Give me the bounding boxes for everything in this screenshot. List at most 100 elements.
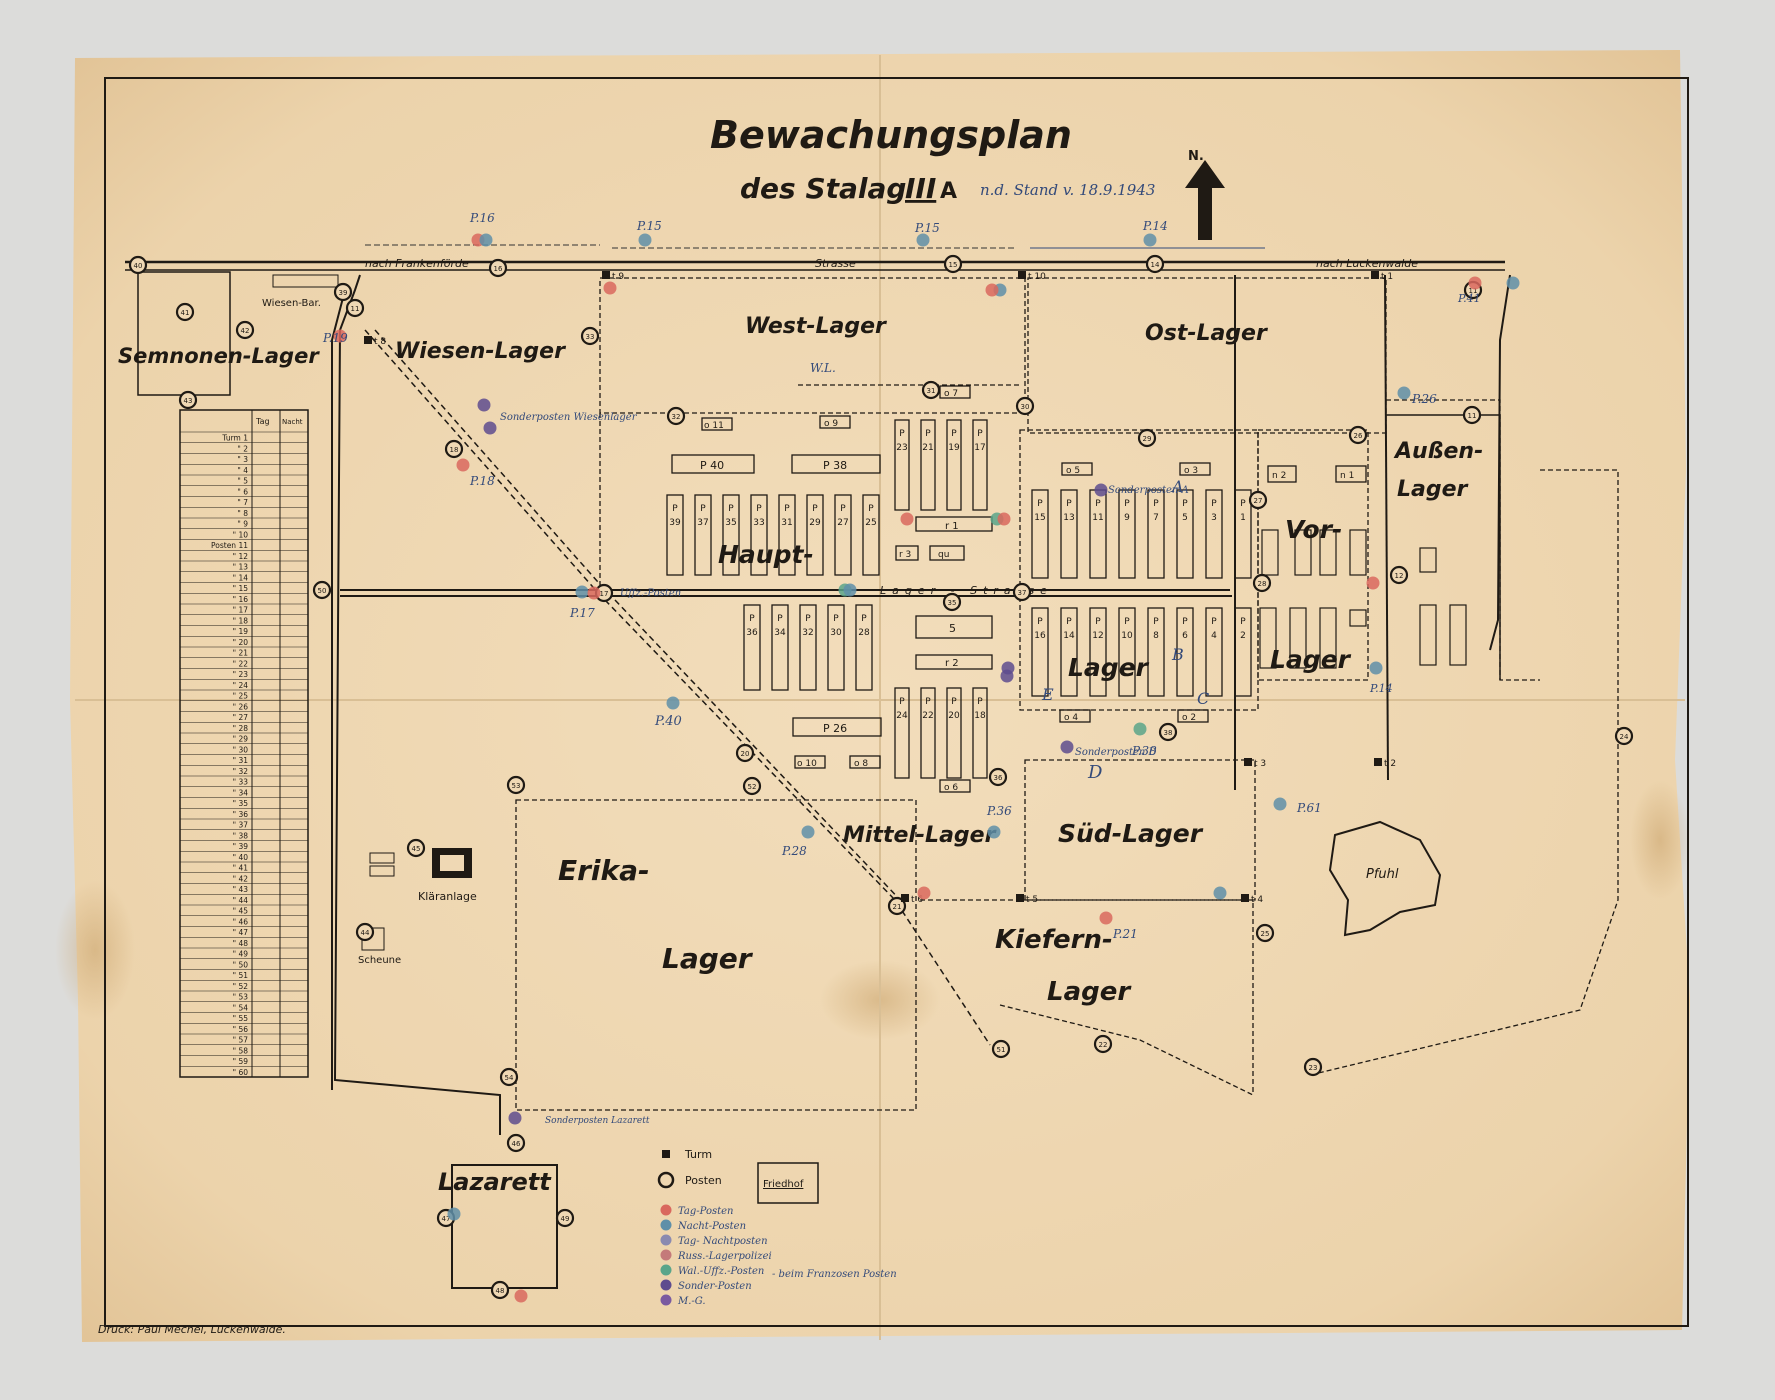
post-number: 46 — [512, 1140, 521, 1148]
post-circle — [921, 380, 941, 400]
post-circle — [1614, 726, 1634, 746]
legend-swatch — [660, 1234, 672, 1246]
post-number: 41 — [181, 309, 190, 317]
post-number: 25 — [1261, 930, 1270, 938]
legend-label: Sonder-Posten — [678, 1281, 752, 1292]
pfuhl-pond — [1328, 820, 1442, 937]
barrack-number: 3 — [1211, 513, 1217, 523]
barrack-letter: P — [1153, 499, 1159, 509]
barrack-letter: P — [951, 429, 957, 439]
legend-turm-icon — [662, 1150, 670, 1158]
legend-label: Russ.-Lagerpolizei — [677, 1251, 772, 1262]
hw-p41: P.41 — [1457, 292, 1481, 305]
pencil-marker — [1001, 661, 1015, 675]
barrack-number: 12 — [1092, 631, 1103, 641]
barrack-number: 29 — [809, 518, 821, 528]
barrack-letter: P — [805, 614, 811, 624]
pencil-marker — [333, 329, 347, 343]
post-circle — [506, 1133, 526, 1153]
tower-label: t 8 — [374, 337, 386, 347]
table-row-label: " 19 — [233, 627, 249, 636]
table-row-label: " 46 — [233, 917, 249, 926]
table-row-label: " 31 — [233, 756, 249, 765]
klaeranlage-inner — [440, 855, 464, 871]
table-row-label: " 25 — [233, 692, 249, 701]
table-row-label: " 8 — [237, 509, 248, 518]
barrack — [946, 687, 962, 779]
post-number: 36 — [994, 774, 1003, 782]
pencil-marker — [456, 458, 470, 472]
post-circle — [1462, 405, 1482, 425]
post-circle — [499, 1067, 519, 1087]
table-row-label: " 3 — [237, 455, 248, 464]
klaeranlage-tank-1 — [369, 852, 395, 864]
post-number: 18 — [450, 446, 459, 454]
date-note: n.d. Stand v. 18.9.1943 — [980, 181, 1155, 199]
bldg-s: 5 — [949, 622, 956, 635]
barrack — [1031, 607, 1049, 697]
barrack — [666, 494, 684, 576]
table-row-label: " 15 — [233, 584, 249, 593]
pencil-marker — [1506, 276, 1520, 290]
post-number: 32 — [672, 413, 681, 421]
barrack — [894, 687, 910, 779]
bldg-n2: n 2 — [1272, 471, 1286, 481]
road-frankenfoerde: nach Frankenförde — [365, 257, 469, 270]
colored-markers — [333, 233, 1520, 1303]
table-row-label: " 14 — [233, 573, 249, 582]
barrack-letter: P — [728, 504, 734, 514]
hw-letter-b: B — [1171, 645, 1184, 664]
barrack — [1205, 489, 1223, 579]
table-row-label: " 40 — [233, 853, 249, 862]
barrack-number: 39 — [669, 518, 681, 528]
hw-p18: P.18 — [469, 474, 495, 488]
post-number: 47 — [442, 1215, 451, 1223]
post-circle — [1015, 396, 1035, 416]
barrack-letter: P — [1095, 499, 1101, 509]
barrack — [771, 604, 789, 691]
camp-roads — [331, 274, 1511, 1135]
barrack — [1031, 489, 1049, 579]
post-circle — [1145, 254, 1165, 274]
post-circle — [506, 775, 526, 795]
post-number: 16 — [494, 265, 503, 273]
barrack — [1176, 489, 1194, 579]
lazarett-label: Lazarett — [438, 1168, 552, 1196]
pencil-marker — [917, 886, 931, 900]
bldg-r3: r 3 — [899, 550, 911, 560]
post-circle — [1248, 490, 1268, 510]
post-number: 53 — [512, 782, 521, 790]
table-row-label: " 5 — [237, 477, 248, 486]
table-row-label: " 38 — [233, 831, 249, 840]
table-row-label: " 10 — [233, 530, 249, 539]
table-row-label: Posten 11 — [211, 541, 248, 550]
barrack — [827, 604, 845, 691]
post-number: 27 — [1254, 497, 1263, 505]
camp-boundaries — [515, 277, 1619, 1111]
tower-icon — [602, 271, 610, 279]
pencil-marker — [477, 398, 491, 412]
table-row-label: " 23 — [233, 670, 249, 679]
tower-icon — [1374, 758, 1382, 766]
north-arrow-icon — [1185, 160, 1225, 240]
post-circle — [942, 592, 962, 612]
post-circle — [1158, 722, 1178, 742]
hw-p19: P.19 — [322, 331, 348, 345]
barrack-letter: P — [925, 429, 931, 439]
bldg-o9: o 9 — [824, 419, 838, 429]
friedhof-label: Friedhof — [763, 1179, 804, 1190]
bldg-o4: o 4 — [1064, 713, 1078, 723]
barrack-letter: P — [899, 697, 905, 707]
post-number: 52 — [748, 783, 757, 791]
table-row-label: " 56 — [233, 1025, 249, 1034]
post-circle — [1137, 428, 1157, 448]
barrack-letter: P — [812, 504, 818, 514]
post-circle — [666, 406, 686, 426]
tower-label: t 6 — [911, 895, 923, 905]
pencil-marker — [1143, 233, 1157, 247]
table-row-label: " 47 — [233, 928, 249, 937]
tower-label: t 9 — [612, 272, 624, 282]
table-row-label: " 45 — [233, 907, 249, 916]
post-circle — [1303, 1057, 1323, 1077]
